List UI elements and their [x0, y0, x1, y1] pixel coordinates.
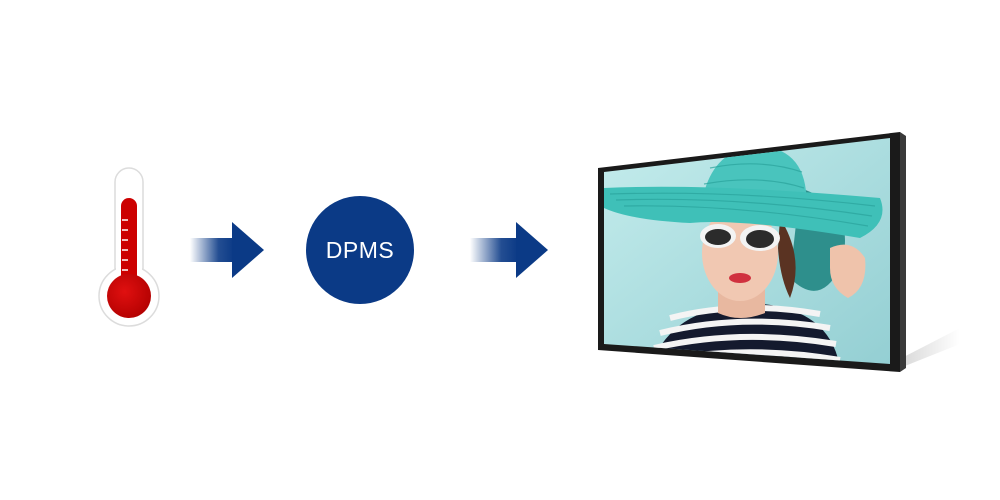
- dpms-label: DPMS: [325, 236, 395, 263]
- right-arrow-icon: [470, 222, 548, 278]
- thermometer-icon: [98, 167, 160, 327]
- dpms-badge: DPMS: [306, 196, 414, 304]
- display-panel-icon: [598, 132, 960, 372]
- right-arrow-icon: [190, 222, 264, 278]
